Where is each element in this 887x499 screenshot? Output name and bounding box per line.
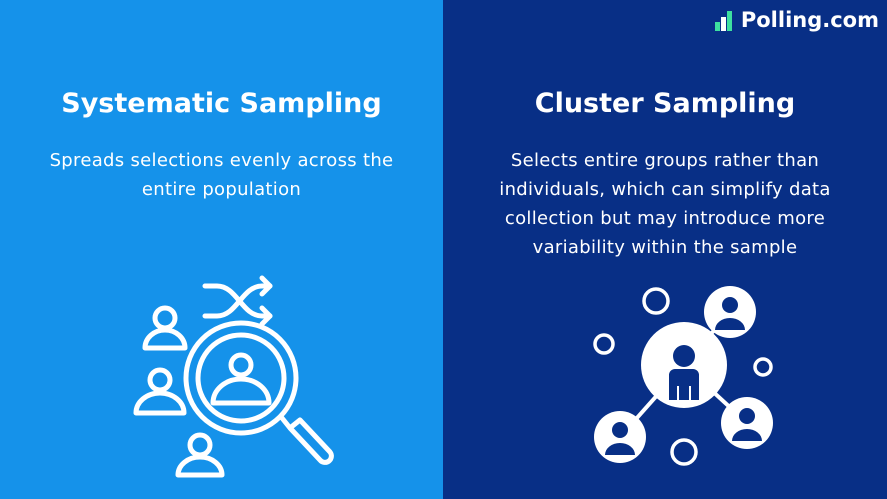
shuffle-icon — [202, 275, 273, 327]
cluster-title: Cluster Sampling — [534, 88, 796, 119]
systematic-title: Systematic Sampling — [61, 88, 382, 119]
polling-logo[interactable]: Polling.com — [714, 8, 879, 32]
person-icon — [142, 305, 188, 351]
cluster-description: Selects entire groups rather than indivi… — [499, 150, 831, 258]
magnifier-icon — [183, 320, 334, 465]
cluster-sampling-panel: Cluster Sampling Selects entire groups r… — [443, 0, 887, 499]
person-icon — [175, 432, 225, 478]
person-icon — [133, 367, 187, 416]
systematic-description: Spreads selections evenly across the ent… — [49, 150, 394, 200]
logo-text: Polling.com — [740, 8, 879, 32]
bar-steps-icon — [714, 11, 732, 31]
